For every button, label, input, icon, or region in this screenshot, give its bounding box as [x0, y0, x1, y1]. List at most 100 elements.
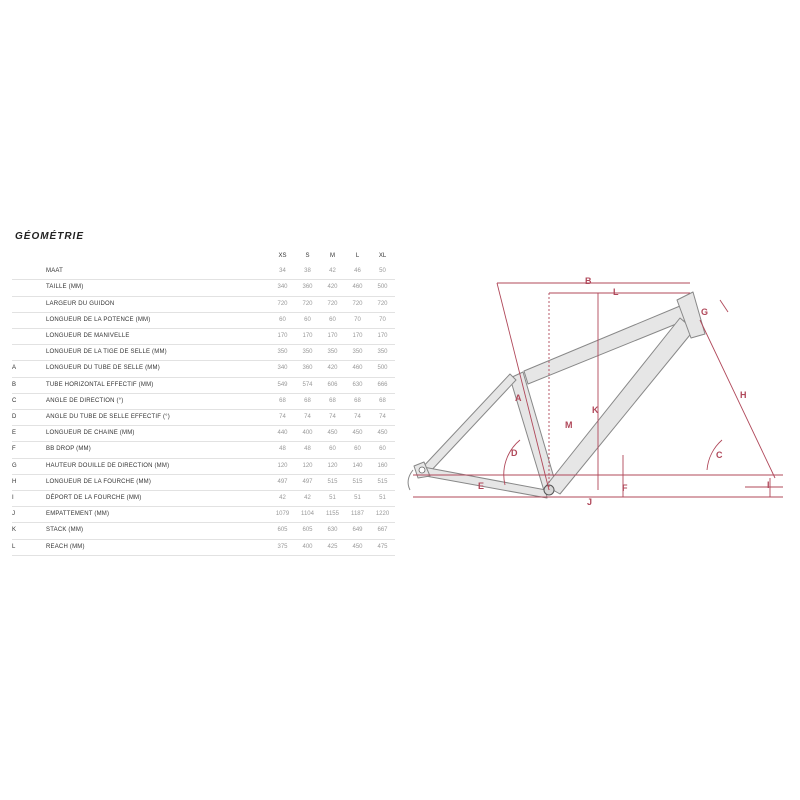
- row-value: 42: [320, 264, 345, 281]
- row-letter: K: [12, 522, 46, 540]
- row-value: 170: [295, 328, 320, 346]
- row-value: 340: [270, 360, 295, 378]
- row-value: 350: [345, 344, 370, 362]
- row-value: 120: [295, 458, 320, 475]
- row-value: 500: [370, 279, 395, 297]
- row-value: 450: [370, 425, 395, 443]
- row-value: 42: [295, 490, 320, 508]
- row-value: 68: [345, 393, 370, 411]
- row-value: 420: [320, 360, 345, 378]
- row-value: 74: [295, 409, 320, 427]
- row-value: 720: [370, 296, 395, 313]
- row-label: REACH (MM): [46, 539, 270, 556]
- row-label: STACK (MM): [46, 522, 270, 540]
- row-value: 68: [295, 393, 320, 411]
- header-size-xs: XS: [278, 253, 287, 259]
- row-value: 170: [270, 328, 295, 346]
- row-value: 60: [320, 312, 345, 330]
- row-letter: E: [12, 425, 46, 443]
- dim-label-a: A: [515, 393, 522, 403]
- header-size-l: L: [355, 253, 360, 259]
- row-value: 1104: [295, 506, 320, 524]
- row-value: 500: [370, 360, 395, 378]
- row-letter: J: [12, 506, 46, 524]
- row-value: 51: [320, 490, 345, 508]
- row-value: 140: [345, 458, 370, 475]
- row-label: LONGUEUR DE LA FOURCHE (MM): [46, 474, 270, 492]
- dim-label-k: K: [592, 405, 599, 415]
- row-value: 120: [320, 458, 345, 475]
- row-value: 667: [370, 522, 395, 540]
- row-value: 350: [370, 344, 395, 362]
- row-letter: L: [12, 539, 46, 556]
- row-value: 606: [320, 377, 345, 394]
- dim-label-m: M: [565, 420, 573, 430]
- row-letter: [12, 328, 46, 346]
- row-label: BB DROP (MM): [46, 441, 270, 459]
- row-label: LONGUEUR DE LA TIGE DE SELLE (MM): [46, 344, 270, 362]
- row-value: 497: [270, 474, 295, 492]
- row-value: 605: [270, 522, 295, 540]
- row-value: 360: [295, 279, 320, 297]
- row-value: 649: [345, 522, 370, 540]
- row-label: LONGUEUR DU TUBE DE SELLE (MM): [46, 360, 270, 378]
- row-value: 340: [270, 279, 295, 297]
- row-letter: H: [12, 474, 46, 492]
- row-letter: [12, 312, 46, 330]
- row-value: 400: [295, 425, 320, 443]
- row-value: 170: [370, 328, 395, 346]
- row-value: 475: [370, 539, 395, 556]
- row-value: 450: [345, 539, 370, 556]
- header-size-xl: XL: [378, 253, 387, 259]
- row-label: LARGEUR DU GUIDON: [46, 296, 270, 313]
- row-letter: [12, 279, 46, 297]
- row-label: LONGUEUR DE LA POTENCE (MM): [46, 312, 270, 330]
- row-value: 450: [320, 425, 345, 443]
- row-value: 720: [320, 296, 345, 313]
- row-value: 720: [345, 296, 370, 313]
- dim-label-f: F: [622, 483, 628, 493]
- dim-label-e: E: [478, 481, 484, 491]
- row-value: 350: [295, 344, 320, 362]
- bike-frame: [413, 291, 706, 499]
- row-value: 60: [370, 441, 395, 459]
- row-value: 350: [270, 344, 295, 362]
- rear-axle: [418, 466, 426, 474]
- header-size-s: S: [305, 253, 310, 259]
- row-value: 74: [370, 409, 395, 427]
- row-value: 450: [345, 425, 370, 443]
- dimension-lines: [413, 282, 783, 498]
- row-value: 574: [295, 377, 320, 394]
- rear-hook: [407, 469, 414, 491]
- row-value: 70: [370, 312, 395, 330]
- row-label: EMPATTEMENT (MM): [46, 506, 270, 524]
- row-value: 515: [370, 474, 395, 492]
- row-value: 74: [320, 409, 345, 427]
- dim-label-j: J: [587, 497, 592, 507]
- dim-label-d: D: [511, 448, 518, 458]
- row-value: 68: [320, 393, 345, 411]
- dim-label-i: I: [767, 480, 770, 490]
- row-value: 497: [295, 474, 320, 492]
- row-label: HAUTEUR DOUILLE DE DIRECTION (MM): [46, 458, 270, 475]
- row-value: 50: [370, 264, 395, 281]
- dim-label-h: H: [740, 390, 747, 400]
- row-value: 375: [270, 539, 295, 556]
- row-value: 360: [295, 360, 320, 378]
- row-value: 68: [370, 393, 395, 411]
- row-value: 720: [295, 296, 320, 313]
- row-value: 60: [320, 441, 345, 459]
- row-label: MAAT: [46, 264, 270, 281]
